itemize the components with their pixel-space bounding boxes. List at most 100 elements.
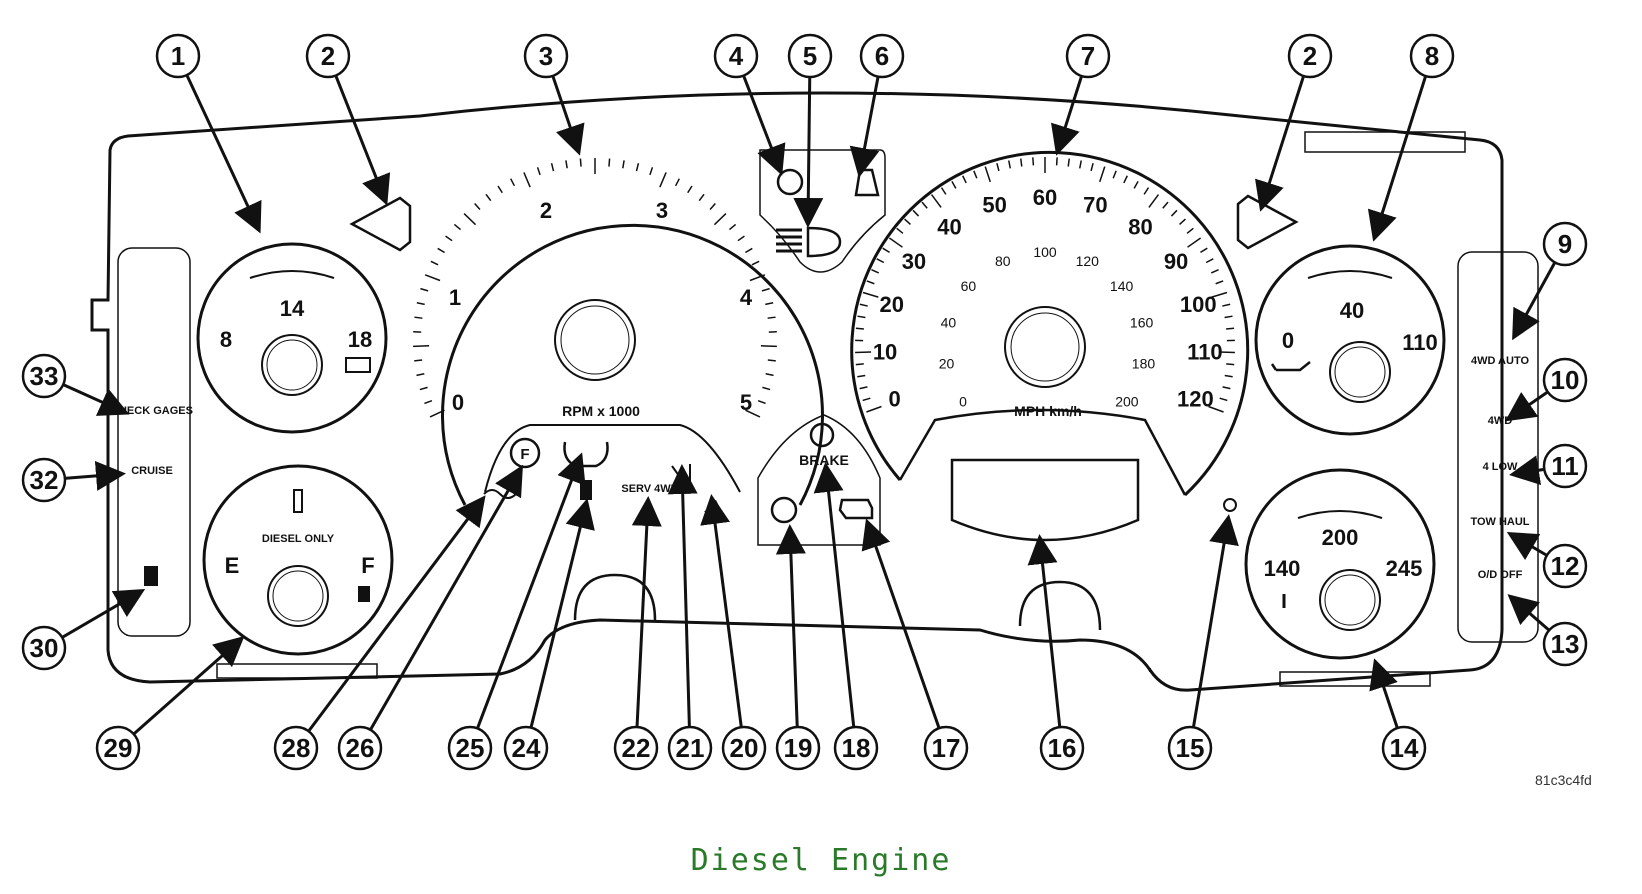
- callout-arrow: [712, 500, 741, 726]
- callout-number: 10: [1551, 365, 1580, 395]
- fuel-full-label: F: [361, 553, 374, 578]
- temperature-gauge: 200 140 245: [1246, 470, 1434, 658]
- mph-label: 90: [1164, 249, 1188, 274]
- tick-mark: [650, 167, 653, 175]
- tick-mark: [738, 236, 745, 241]
- callout-arrow: [790, 530, 797, 726]
- tick-mark: [745, 248, 752, 252]
- turn-signal-left-icon: [352, 198, 410, 250]
- tick-mark: [446, 236, 453, 241]
- temp-left-label: 140: [1264, 556, 1301, 581]
- tick-mark: [1033, 157, 1034, 165]
- tick-mark: [676, 179, 680, 186]
- kmh-label: 80: [995, 253, 1011, 269]
- kmh-label: 140: [1110, 278, 1134, 294]
- 4wd-auto-label: 4WD AUTO: [1471, 355, 1530, 367]
- fuel-note-label: DIESEL ONLY: [262, 533, 335, 545]
- callout-number: 15: [1176, 733, 1205, 763]
- callout-number: 8: [1425, 41, 1439, 71]
- tach-label-5: 5: [740, 390, 752, 415]
- tick-mark: [498, 186, 502, 193]
- mph-label: 100: [1180, 292, 1217, 317]
- tick-mark: [699, 194, 704, 200]
- callout-arrow: [1376, 664, 1397, 727]
- tick-mark: [580, 159, 581, 167]
- tick-mark: [454, 224, 460, 229]
- callout-arrow: [336, 76, 385, 200]
- callout-arrow: [1510, 393, 1547, 418]
- callout-number: 6: [875, 41, 889, 71]
- tick-mark: [414, 360, 422, 361]
- mph-label: 20: [879, 292, 903, 317]
- oil-top-label: 40: [1340, 298, 1364, 323]
- callout-arrow: [371, 470, 520, 729]
- temp-top-label: 200: [1322, 525, 1359, 550]
- kmh-label: 20: [939, 355, 955, 371]
- callout-number: 19: [784, 733, 813, 763]
- callout-number: 1: [171, 41, 185, 71]
- mph-label: 30: [902, 249, 926, 274]
- tick-mark: [431, 261, 438, 264]
- tick-mark: [438, 248, 445, 252]
- tick-mark: [524, 172, 530, 187]
- callout-number: 22: [622, 733, 651, 763]
- mph-label: 50: [982, 193, 1006, 218]
- 4-low-label: 4 LOW: [1483, 461, 1518, 473]
- callout-number: 2: [1303, 41, 1317, 71]
- figure-id: 81c3c4fd: [1535, 772, 1592, 788]
- callout-arrow: [531, 504, 586, 727]
- tick-mark: [710, 203, 715, 209]
- callout-arrow: [1515, 263, 1554, 335]
- tick-mark: [1021, 159, 1022, 167]
- callout-arrow: [868, 524, 939, 727]
- tachometer: 0 1 2 3 4 5 RPM x 1000: [443, 198, 823, 505]
- mph-label: 70: [1083, 193, 1107, 218]
- cruise-label: CRUISE: [131, 465, 173, 477]
- bottom-bump-right: [1020, 582, 1100, 630]
- callout-number: 18: [842, 733, 871, 763]
- callout-number: 11: [1551, 451, 1579, 481]
- tick-mark: [566, 160, 567, 168]
- kmh-label: 0: [959, 393, 967, 409]
- filter-icon-letter: F: [520, 446, 529, 463]
- tick-mark: [1226, 328, 1234, 329]
- callout-number: 30: [30, 633, 59, 663]
- kmh-label: 160: [1130, 314, 1154, 330]
- mph-label: 40: [937, 215, 961, 240]
- kmh-label: 180: [1132, 355, 1156, 371]
- tick-mark: [752, 261, 759, 264]
- callout-number: 14: [1390, 733, 1419, 763]
- fuel-gauge: DIESEL ONLY E F: [204, 466, 392, 654]
- callout-arrow: [637, 502, 648, 726]
- callout-arrow: [1040, 540, 1060, 726]
- callout-number: 21: [676, 733, 705, 763]
- low-fuel-icon: [144, 566, 158, 586]
- brake-label: BRAKE: [799, 452, 849, 468]
- speedometer-unit-label: MPH km/h: [1014, 403, 1082, 419]
- fuel-pump-icon: [358, 586, 370, 602]
- oil-right-label: 110: [1402, 330, 1438, 355]
- tick-mark: [417, 303, 425, 305]
- tach-label-2: 2: [540, 198, 552, 223]
- figure-caption: Diesel Engine: [0, 843, 1642, 878]
- tick-mark: [420, 289, 428, 291]
- tick-mark: [413, 346, 429, 347]
- voltmeter-left-label: 8: [220, 327, 232, 352]
- tick-mark: [1226, 364, 1234, 365]
- trip-reset-button[interactable]: [1224, 499, 1236, 511]
- tick-mark: [768, 317, 776, 318]
- kmh-label: 60: [961, 278, 977, 294]
- od-off-label: O/D OFF: [1478, 569, 1523, 581]
- right-indicator-strip: [1458, 252, 1538, 642]
- turn-signal-right-icon: [1238, 196, 1296, 248]
- tick-mark: [688, 186, 692, 193]
- callout-arrow: [187, 76, 258, 228]
- callout-arrow: [63, 592, 140, 637]
- callout-number: 12: [1551, 551, 1580, 581]
- callout-number: 20: [730, 733, 759, 763]
- voltmeter-gauge: 14 8 18: [198, 244, 386, 432]
- 4wd-label: 4WD: [1488, 415, 1513, 427]
- mph-label: 0: [889, 386, 901, 411]
- oil-pressure-gauge: 40 0 110: [1256, 246, 1444, 434]
- tick-mark: [1068, 159, 1069, 167]
